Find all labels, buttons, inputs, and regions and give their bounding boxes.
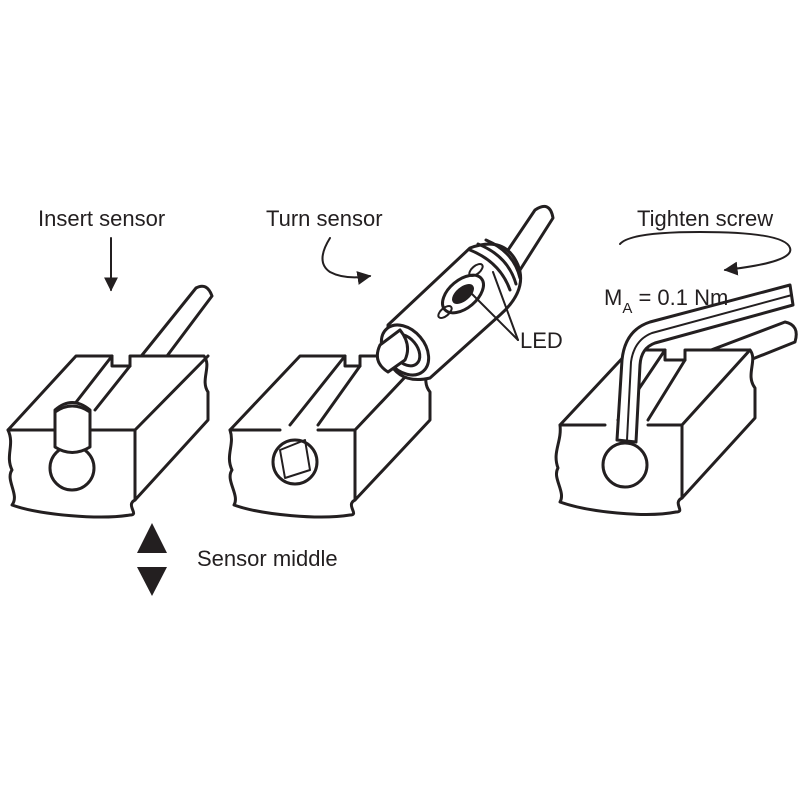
- slot-block: [554, 348, 757, 516]
- tighten-step-illustration: [554, 283, 798, 516]
- torque-symbol: M: [604, 285, 622, 310]
- torque-arrow-icon: [619, 231, 792, 276]
- slot-bore: [601, 441, 649, 489]
- insert-sensor-label: Insert sensor: [38, 206, 165, 231]
- turn-arrow-icon: [321, 237, 372, 285]
- slot-block: [227, 354, 432, 519]
- slot-block: [6, 354, 210, 519]
- torque-value: = 0.1 Nm: [632, 285, 728, 310]
- hex-key: [615, 283, 795, 444]
- turn-sensor-label: Turn sensor: [266, 206, 383, 231]
- led-label: LED: [520, 328, 563, 353]
- torque-specification: MA = 0.1 Nm: [604, 285, 728, 317]
- insert-step-illustration: [6, 284, 214, 519]
- slot-bore: [271, 438, 319, 486]
- led-pointer-line: [471, 293, 519, 341]
- torque-subscript: A: [622, 300, 632, 317]
- sensor-middle-label: Sensor middle: [197, 546, 338, 571]
- led-pointer-line: [492, 271, 519, 341]
- tighten-screw-label: Tighten screw: [637, 206, 773, 231]
- turn-step-illustration: [227, 204, 555, 519]
- up-down-triangles-icon: [137, 523, 167, 596]
